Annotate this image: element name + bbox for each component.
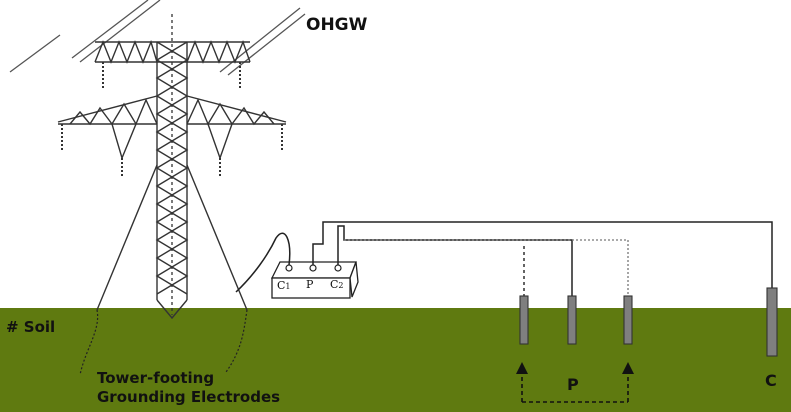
terminal-p-label: P — [306, 278, 314, 291]
soil-layer — [0, 308, 791, 412]
tower-footing-electrodes — [79, 309, 248, 376]
test-leads — [235, 221, 773, 296]
terminal-c1-sub: 1 — [285, 282, 291, 291]
tower-footing-label: Tower-footing Grounding Electrodes — [97, 369, 280, 407]
soil-label: # Soil — [6, 318, 56, 336]
terminal-c2-letter: C — [330, 278, 339, 291]
probe-electrodes — [519, 287, 778, 357]
tower-footing-label-line2: Grounding Electrodes — [97, 388, 281, 406]
terminal-c1-label: C1 — [277, 280, 291, 291]
potential-probe-left — [519, 295, 529, 345]
terminal-c2-sub: 2 — [338, 281, 344, 290]
potential-probe-center — [567, 295, 577, 345]
current-probe-label: C — [765, 371, 777, 390]
current-probe — [766, 287, 778, 357]
ohgw-label: OHGW — [306, 15, 368, 35]
potential-probe-right — [623, 295, 633, 345]
earth-tester — [270, 261, 359, 299]
transmission-tower — [57, 14, 287, 320]
potential-probe-label: P — [567, 375, 579, 394]
terminal-c2-label: C2 — [330, 279, 344, 290]
arrow-heads — [516, 362, 634, 374]
tower-footing-label-line1: Tower-footing — [97, 369, 215, 387]
potential-range-arrows — [521, 372, 629, 403]
terminal-c1-letter: C — [277, 279, 286, 292]
